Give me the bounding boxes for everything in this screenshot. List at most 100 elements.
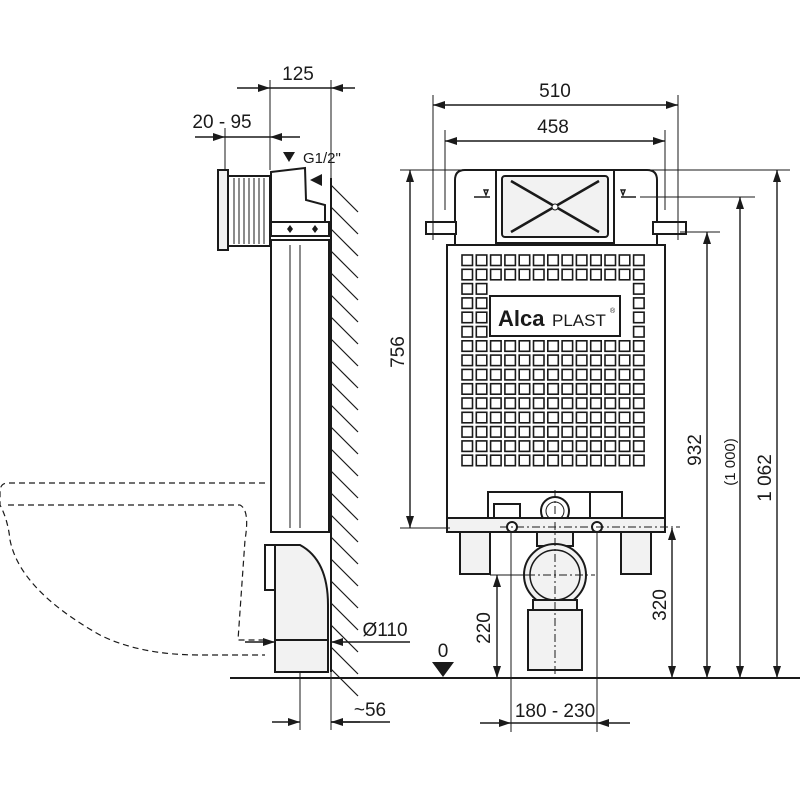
grid-square xyxy=(632,297,645,310)
grid-square xyxy=(632,397,645,410)
grid-square xyxy=(618,354,631,367)
grid-square xyxy=(604,454,617,467)
hatch-line xyxy=(330,316,359,345)
bottom-rail xyxy=(446,517,666,533)
hatch-line xyxy=(330,624,359,653)
grid-square xyxy=(489,368,502,381)
grid-square xyxy=(589,339,603,353)
grid-square xyxy=(546,254,560,267)
grid-square xyxy=(461,268,474,281)
grid-square xyxy=(632,325,645,338)
grid-square xyxy=(532,411,545,424)
grid-square xyxy=(546,268,560,281)
grid-square xyxy=(546,411,560,424)
grid-square xyxy=(489,354,502,367)
grid-square xyxy=(504,354,517,367)
grid-square xyxy=(461,354,474,367)
wall-bracket-left xyxy=(425,221,457,235)
grid-square xyxy=(475,268,488,281)
grid-square xyxy=(589,454,603,467)
grid-square xyxy=(589,354,603,367)
grid-square xyxy=(604,425,617,438)
grid-square xyxy=(546,425,560,438)
grid-square xyxy=(475,368,488,381)
side-view: 125 20 - 95 G1/2" Ø110 ~56 xyxy=(0,64,410,730)
grid-square xyxy=(618,382,631,396)
dim-1062: 1 062 xyxy=(755,454,776,502)
hatch-line xyxy=(330,448,359,477)
toilet-bowl-outline xyxy=(0,482,265,656)
grid-square xyxy=(546,368,560,381)
dim-180-230: 180 - 230 xyxy=(515,701,595,722)
grid-square xyxy=(632,425,645,438)
grid-square xyxy=(489,411,502,424)
hatch-line xyxy=(330,470,359,499)
hatch-line xyxy=(330,492,359,521)
grid-square xyxy=(604,382,617,396)
grid-square xyxy=(632,440,645,453)
grid-square xyxy=(589,440,603,453)
grid-square xyxy=(589,254,603,267)
grid-square xyxy=(489,268,502,281)
grid-square xyxy=(575,425,588,438)
grid-square xyxy=(561,425,574,438)
grid-square xyxy=(475,382,488,396)
grid-square xyxy=(632,411,645,424)
grid-square xyxy=(518,382,531,396)
grid-square xyxy=(575,382,588,396)
grid-square xyxy=(489,339,502,353)
grid-square xyxy=(461,382,474,396)
grid-square xyxy=(618,254,631,267)
grid-square xyxy=(475,354,488,367)
grid-square xyxy=(561,397,574,410)
grid-square xyxy=(632,454,645,467)
grid-square xyxy=(632,268,645,281)
grid-square xyxy=(518,425,531,438)
grid-square xyxy=(504,254,517,267)
hatch-line xyxy=(330,558,359,587)
dim-320: 320 xyxy=(650,589,671,621)
grid-square xyxy=(518,268,531,281)
grid-square xyxy=(489,254,502,267)
frame-grid-pattern xyxy=(461,254,645,467)
hatch-line xyxy=(330,536,359,565)
grid-square xyxy=(461,254,474,267)
front-view: Alca PLAST ® 510 458 75 xyxy=(388,81,790,732)
grid-square xyxy=(532,454,545,467)
dim-diameter-110: Ø110 xyxy=(362,620,407,641)
grid-square xyxy=(461,368,474,381)
grid-square xyxy=(504,440,517,453)
grid-square xyxy=(561,411,574,424)
grid-square xyxy=(561,268,574,281)
hatch-line xyxy=(330,272,359,301)
grid-square xyxy=(604,440,617,453)
grid-square xyxy=(518,454,531,467)
hatch-line xyxy=(330,426,359,455)
grid-square xyxy=(461,282,474,295)
grid-square xyxy=(532,254,545,267)
grid-square xyxy=(604,268,617,281)
grid-square xyxy=(475,297,488,310)
dim-220: 220 xyxy=(474,612,495,644)
dim-56: ~56 xyxy=(354,700,386,721)
hatch-line xyxy=(330,580,359,609)
grid-square xyxy=(561,368,574,381)
grid-square xyxy=(618,397,631,410)
hatch-line xyxy=(330,646,359,675)
grid-square xyxy=(475,425,488,438)
logo-alca: Alca xyxy=(498,306,545,331)
grid-square xyxy=(475,454,488,467)
grid-square xyxy=(618,440,631,453)
grid-square xyxy=(632,382,645,396)
hatch-line xyxy=(330,250,359,279)
hatch-line xyxy=(330,602,359,631)
grid-square xyxy=(546,397,560,410)
grid-square xyxy=(518,411,531,424)
grid-square xyxy=(475,339,488,353)
grid-square xyxy=(475,311,488,324)
grid-square xyxy=(546,339,560,353)
grid-square xyxy=(461,311,474,324)
grid-square xyxy=(546,454,560,467)
grid-square xyxy=(632,254,645,267)
dim-20-95: 20 - 95 xyxy=(192,112,251,133)
